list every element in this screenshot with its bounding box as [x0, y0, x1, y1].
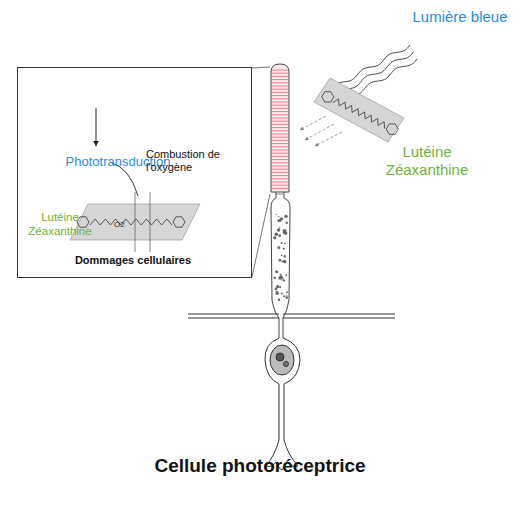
- inset-text: O2: [114, 220, 130, 230]
- carotenoid-filter: [314, 78, 404, 142]
- inset-box: PhototransductionO2Combustion de l'oxygè…: [17, 67, 252, 278]
- limiting-membrane: [188, 314, 395, 318]
- outer-segment: [271, 64, 289, 192]
- inner-segment: [271, 192, 290, 338]
- inset-text: Dommages cellulaires: [58, 254, 208, 267]
- inset-text: Lutéine Zéaxanthine: [24, 211, 96, 239]
- inset-text: Combustion de l'oxygène: [146, 148, 232, 174]
- figure-caption: Cellule photoréceptrice: [0, 455, 520, 478]
- zoom-lines: [252, 67, 270, 277]
- inset-arrow: [96, 108, 97, 146]
- carotenoid-molecule: [70, 192, 200, 252]
- figure-label: Lutéine Zéaxanthine: [372, 143, 482, 179]
- figure-label: Lumière bleue: [405, 8, 515, 26]
- cell-body: [265, 338, 300, 470]
- dashed-rays: [300, 116, 342, 146]
